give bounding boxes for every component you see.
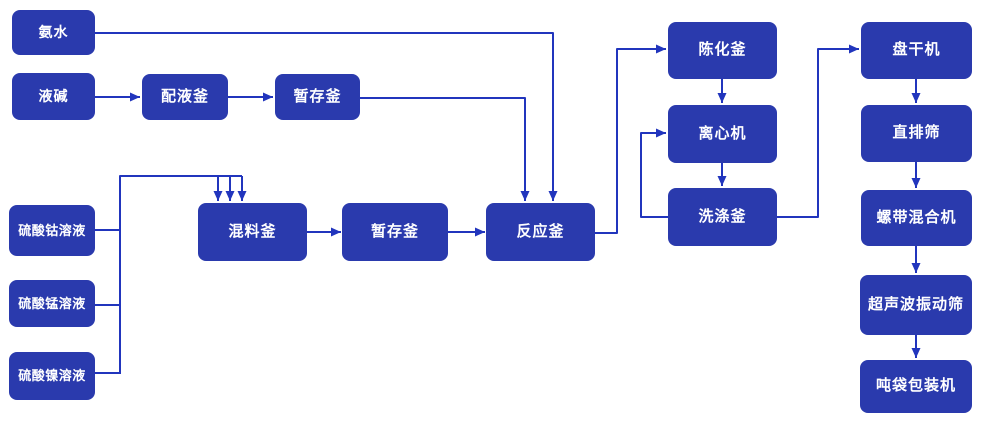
node-dispensing-kettle: 配液釜 [142, 74, 228, 120]
node-buffer-kettle-1: 暂存釜 [275, 74, 360, 120]
node-manganese-sulfate: 硫酸锰溶液 [9, 280, 95, 327]
node-liquid-caustic: 液碱 [12, 73, 95, 120]
node-ammonia: 氨水 [12, 10, 95, 55]
node-ribbon-mixer: 螺带混合机 [861, 190, 972, 246]
node-mixing-kettle: 混料釜 [198, 203, 307, 261]
edge-washing-kettle-to-disc-dryer [777, 44, 859, 218]
node-nickel-sulfate: 硫酸镍溶液 [9, 352, 95, 400]
node-reaction-kettle: 反应釜 [486, 203, 595, 261]
edge-reaction-kettle-to-aging-kettle [595, 44, 666, 234]
edge-washing-kettle-to-centrifuge-recycle [640, 128, 668, 218]
node-ultrasonic-vibrating-sieve: 超声波振动筛 [860, 275, 972, 335]
node-washing-kettle: 洗涤釜 [668, 188, 777, 246]
node-aging-kettle: 陈化釜 [668, 22, 777, 79]
node-ton-bag-packer: 吨袋包装机 [860, 360, 972, 413]
edge-buffer-kettle-1-to-reaction-kettle [360, 97, 530, 201]
node-disc-dryer: 盘干机 [861, 22, 972, 79]
node-cobalt-sulfate: 硫酸钴溶液 [9, 205, 95, 256]
node-centrifuge: 离心机 [668, 105, 777, 163]
node-buffer-kettle-2: 暂存釜 [342, 203, 448, 261]
node-direct-discharge-sieve: 直排筛 [861, 105, 972, 162]
